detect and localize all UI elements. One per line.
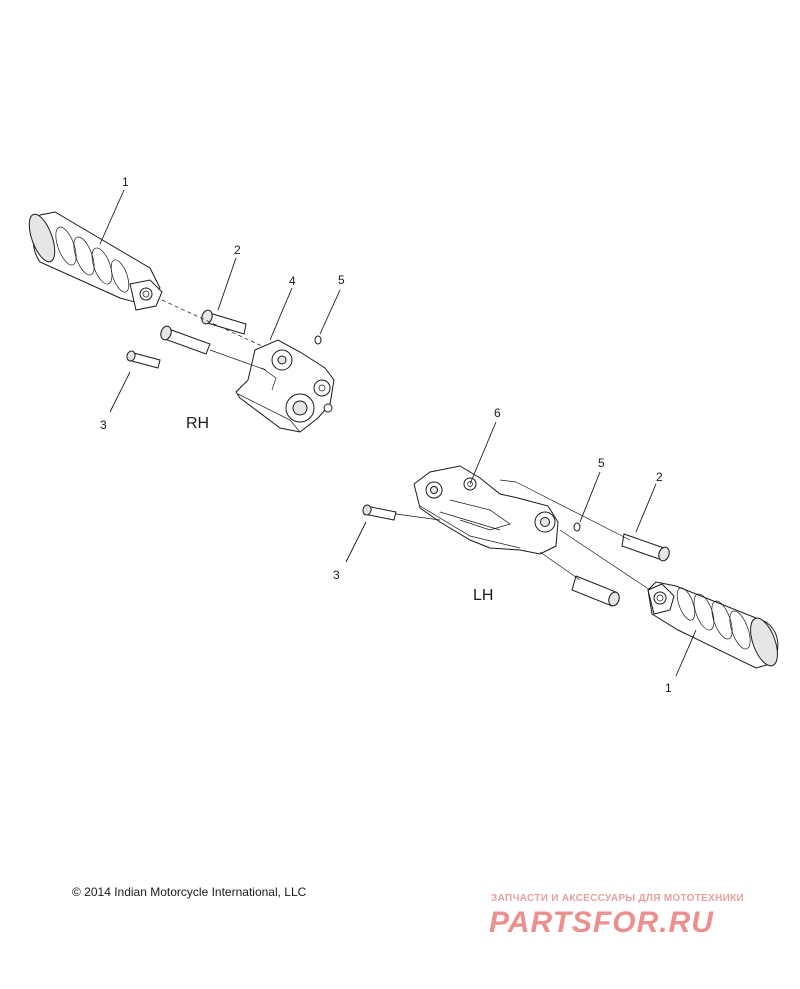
rh-oring-part-5: [314, 335, 322, 345]
callout-rh-1: 1: [122, 175, 129, 189]
rh-bracket-part-4: [235, 339, 335, 433]
leader-lh-5: [579, 471, 601, 523]
rh-assembly: 1 2 3 4 5 RH: [28, 175, 345, 433]
rh-pin-part-3: [126, 350, 161, 369]
copyright-notice: © 2014 Indian Motorcycle International, …: [72, 885, 307, 899]
lh-alignment-line: [515, 481, 631, 541]
leader-lh-6: [469, 421, 497, 485]
callout-rh-2: 2: [234, 243, 241, 257]
callout-rh-4: 4: [289, 274, 296, 288]
lh-footpeg-part-1: [647, 581, 779, 669]
rh-label: RH: [186, 415, 209, 432]
rh-alignment-line-2: [209, 349, 267, 371]
watermark-tagline: ЗАПЧАСТИ И АКСЕССУАРЫ ДЛЯ МОТОТЕХНИКИ: [491, 893, 744, 904]
leader-rh-5: [319, 289, 341, 335]
leader-lh-1: [675, 629, 697, 677]
leader-lh-2: [635, 483, 657, 533]
lh-assembly: 6 5 2 3 1 LH: [333, 406, 779, 695]
leader-rh-1: [99, 189, 125, 245]
callout-lh-6: 6: [494, 406, 501, 420]
rh-bolt-lower: [160, 325, 211, 355]
callout-lh-1: 1: [665, 681, 672, 695]
leader-rh-4: [269, 287, 293, 341]
lh-alignment-line-3: [539, 551, 581, 581]
leader-rh-2: [217, 257, 237, 311]
lh-alignment-line-4: [559, 529, 651, 591]
callout-rh-3: 3: [100, 418, 107, 432]
watermark-brand: PARTSFOR.RU: [489, 906, 714, 939]
lh-alignment-line-2: [499, 479, 517, 483]
lh-bracket-part-6: [413, 465, 559, 555]
callout-rh-5: 5: [338, 273, 345, 287]
lh-alignment-line-5: [395, 513, 441, 521]
callout-lh-2: 2: [656, 470, 663, 484]
lh-pin-part-3: [362, 504, 397, 521]
lh-bolt-lower: [571, 575, 620, 607]
lh-oring-part-5: [573, 522, 581, 532]
rh-bolt-part-2: [201, 309, 247, 335]
lh-bolt-part-2: [621, 533, 670, 562]
lh-label: LH: [473, 587, 493, 604]
rh-footpeg-part-1: [28, 211, 163, 311]
rh-alignment-line: [161, 299, 263, 347]
callout-lh-3: 3: [333, 568, 340, 582]
callout-lh-5: 5: [598, 456, 605, 470]
leader-lh-3: [345, 521, 367, 563]
leader-rh-3: [109, 371, 131, 413]
